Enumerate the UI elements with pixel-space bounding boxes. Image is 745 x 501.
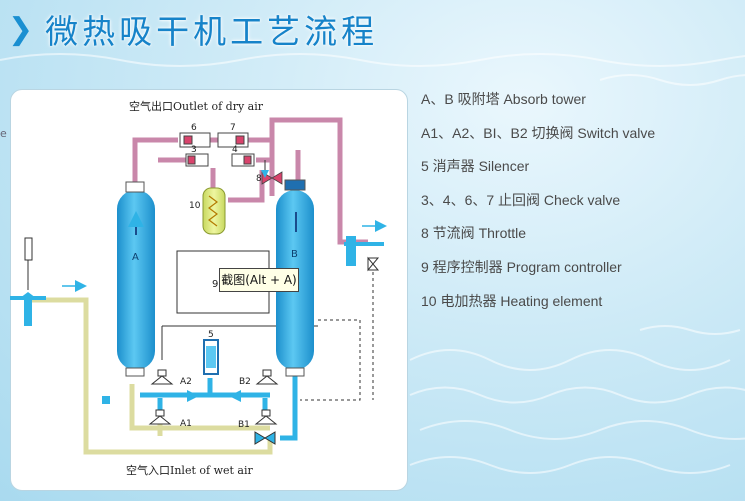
tower-a-label: A <box>132 252 139 263</box>
label-a1: A1 <box>180 419 192 429</box>
label-b1: B1 <box>238 420 250 430</box>
inlet-label: 空气入口Inlet of wet air <box>126 463 253 477</box>
drain-marker <box>102 396 110 404</box>
screenshot-tooltip: 截图(Alt + A) <box>219 268 299 292</box>
edge-mark: e <box>0 127 7 140</box>
blue-piping <box>140 372 298 441</box>
outlet-filter <box>344 236 384 266</box>
label-9: 9 <box>212 279 218 290</box>
absorb-tower-a <box>117 181 155 377</box>
legend-item: A、B 吸附塔 Absorb tower <box>421 91 586 107</box>
label-3: 3 <box>191 145 197 155</box>
label-6: 6 <box>191 123 197 133</box>
label-7: 7 <box>230 123 236 133</box>
dry-air-piping <box>132 117 368 245</box>
chevron-right-icon: ❯ <box>8 11 34 47</box>
legend-item: 8 节流阀 Throttle <box>421 225 527 242</box>
label-10: 10 <box>189 201 201 211</box>
switch-valves <box>148 369 279 445</box>
legend-item: 5 消声器 Silencer <box>421 158 530 175</box>
label-4: 4 <box>232 145 238 155</box>
check-valves <box>179 132 255 167</box>
legend-item: 3、4、6、7 止回阀 Check valve <box>421 191 621 208</box>
inlet-filter <box>10 292 46 326</box>
label-b2: B2 <box>239 377 251 387</box>
page-title: 微热吸干机工艺流程 <box>45 12 379 51</box>
label-a2: A2 <box>180 377 192 387</box>
label-8: 8 <box>256 174 262 184</box>
tower-b-label: B <box>291 249 298 260</box>
inlet-gauge <box>24 237 33 261</box>
heating-element <box>202 187 226 235</box>
outlet-valve <box>367 256 380 272</box>
legend-item: 10 电加热器 Heating element <box>421 292 603 309</box>
label-5: 5 <box>208 330 214 340</box>
header: ❯ 微热吸干机工艺流程 <box>8 4 378 54</box>
outlet-label: 空气出口Outlet of dry air <box>129 99 264 113</box>
legend: A、B 吸附塔 Absorb tower A1、A2、BI、B2 切换阀 Swi… <box>421 86 655 321</box>
legend-item: A1、A2、BI、B2 切换阀 Switch valve <box>421 124 656 141</box>
legend-item: 9 程序控制器 Program controller <box>421 258 622 275</box>
